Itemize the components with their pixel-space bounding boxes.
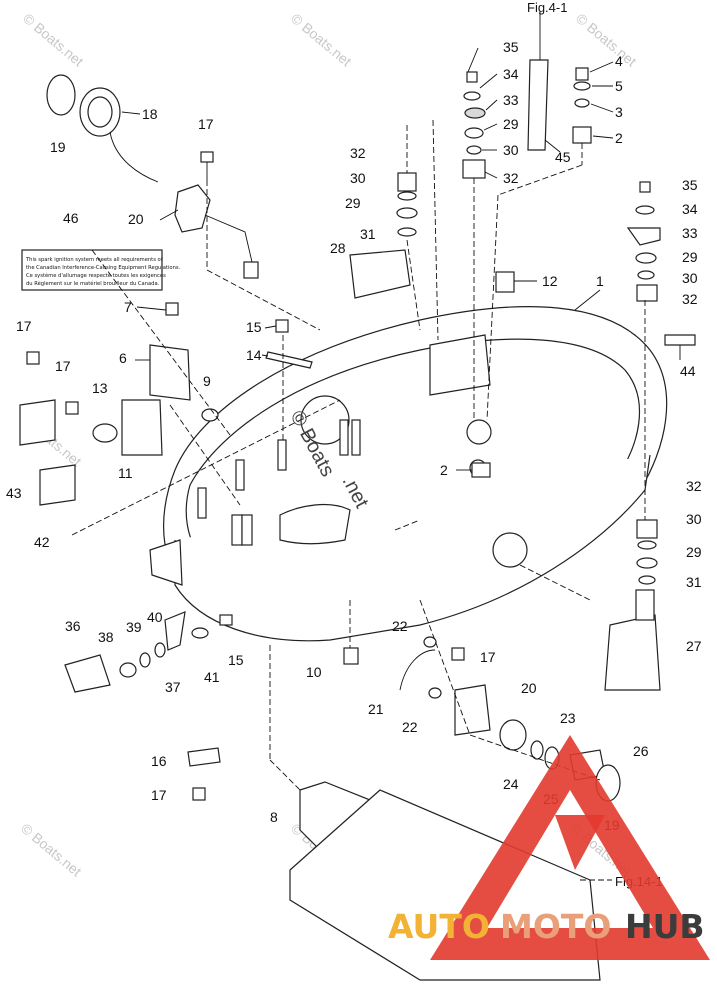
callout-7: 7 <box>124 299 132 315</box>
callout-12: 12 <box>542 273 558 289</box>
callout-30: 30 <box>682 270 698 286</box>
callout-17: 17 <box>198 116 214 132</box>
callout-34: 34 <box>503 66 519 82</box>
watermark-top-left: © Boats.net <box>20 10 87 69</box>
callout-11: 11 <box>118 465 133 481</box>
callout-19: 19 <box>50 139 66 155</box>
logo-text-auto: AUTO <box>388 907 490 946</box>
callout-29: 29 <box>345 195 361 211</box>
callout-17: 17 <box>16 318 32 334</box>
callout-17: 17 <box>480 649 496 665</box>
notice-line-4: du Règlement sur le matériel brouilleur … <box>26 280 160 287</box>
callout-39: 39 <box>126 619 142 635</box>
callout-29: 29 <box>682 249 698 265</box>
callout-45: 45 <box>555 149 571 165</box>
callout-30: 30 <box>350 170 366 186</box>
figure-ref-4-1: Fig.4-1 <box>527 0 567 15</box>
callout-14: 14 <box>246 347 262 363</box>
callout-15: 15 <box>246 319 262 335</box>
callout-31: 31 <box>686 574 702 590</box>
logo-text-moto: MOTO <box>500 907 611 946</box>
callout-32: 32 <box>686 478 702 494</box>
callout-5: 5 <box>615 78 623 94</box>
callout-32: 32 <box>503 170 519 186</box>
watermark-top-right: © Boats.net <box>573 10 640 69</box>
callout-46: 46 <box>63 210 79 226</box>
callout-8: 8 <box>270 809 278 825</box>
notice-line-2: the Canadian Interference-Causing Equipm… <box>26 265 181 271</box>
callout-3: 3 <box>615 104 623 120</box>
leader-lines <box>71 12 681 881</box>
callout-2: 2 <box>440 462 448 478</box>
callout-40: 40 <box>147 609 163 625</box>
automotohub-logo: AUTO MOTO HUB <box>388 735 710 960</box>
notice-line-3: Ce système d'allumage respecte toutes le… <box>26 272 166 279</box>
callout-21: 21 <box>368 701 384 717</box>
callout-33: 33 <box>682 225 698 241</box>
callout-4: 4 <box>615 53 623 69</box>
callout-17: 17 <box>55 358 71 374</box>
callout-31: 31 <box>360 226 376 242</box>
logo-triangle-inner <box>555 815 605 870</box>
callout-27: 27 <box>686 638 702 654</box>
callout-9: 9 <box>203 373 211 389</box>
callout-41: 41 <box>204 669 220 685</box>
callout-23: 23 <box>560 710 576 726</box>
watermark-bottom-left: © Boats.net <box>18 820 85 879</box>
callout-29: 29 <box>503 116 519 132</box>
callout-10: 10 <box>306 664 322 680</box>
notice-line-1: This spark ignition system meets all req… <box>25 257 163 263</box>
callout-38: 38 <box>98 629 114 645</box>
callout-22: 22 <box>392 618 408 634</box>
callout-35: 35 <box>682 177 698 193</box>
logo-triangle <box>430 735 710 960</box>
notice-label: This spark ignition system meets all req… <box>25 257 181 287</box>
callout-17: 17 <box>151 787 167 803</box>
callout-35: 35 <box>503 39 519 55</box>
logo-text-hub: HUB <box>625 907 705 946</box>
callout-20: 20 <box>521 680 537 696</box>
callout-28: 28 <box>330 240 346 256</box>
callout-26: 26 <box>633 743 649 759</box>
callout-13: 13 <box>92 380 108 396</box>
callout-29: 29 <box>686 544 702 560</box>
callout-32: 32 <box>682 291 698 307</box>
callout-33: 33 <box>503 92 519 108</box>
callout-1: 1 <box>596 273 604 289</box>
callout-24: 24 <box>503 776 519 792</box>
bottom-cowling <box>149 306 668 642</box>
callout-34: 34 <box>682 201 698 217</box>
watermark-top-mid: © Boats.net <box>288 10 355 69</box>
callout-32: 32 <box>350 145 366 161</box>
callout-16: 16 <box>151 753 167 769</box>
callout-30: 30 <box>686 511 702 527</box>
callout-6: 6 <box>119 350 127 366</box>
callout-20: 20 <box>128 211 144 227</box>
callout-43: 43 <box>6 485 22 501</box>
callout-2: 2 <box>615 130 623 146</box>
callout-15: 15 <box>228 652 244 668</box>
callout-42: 42 <box>34 534 50 550</box>
callout-36: 36 <box>65 618 81 634</box>
callout-44: 44 <box>680 363 696 379</box>
callout-18: 18 <box>142 106 158 122</box>
callout-labels: 35 34 33 29 30 32 45 4 5 3 2 18 19 17 20… <box>6 39 702 833</box>
callout-37: 37 <box>165 679 181 695</box>
callout-30: 30 <box>503 142 519 158</box>
callout-22: 22 <box>402 719 418 735</box>
